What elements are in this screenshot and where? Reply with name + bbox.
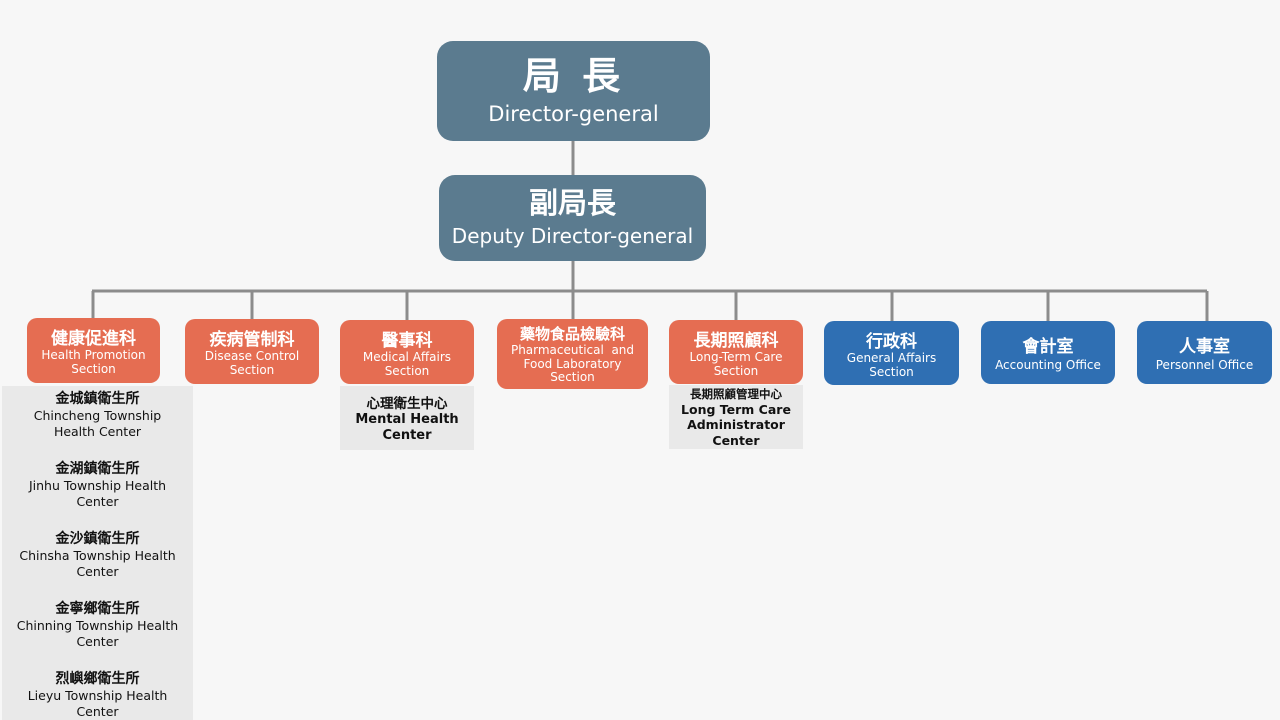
- section-title-zh: 長期照顧科: [693, 330, 779, 351]
- mental-health-center-name-en: Mental Health Center: [355, 412, 458, 445]
- section-title-zh: 疾病管制科: [209, 330, 295, 351]
- health-center-name-zh: 金沙鎮衛生所: [55, 531, 140, 547]
- section-title-en-line: Section: [550, 370, 595, 385]
- section-title-en-line: Section: [384, 363, 430, 378]
- section-title-zh: 藥物食品檢驗科: [519, 324, 625, 343]
- ltc-center-name-en-line: Center: [712, 432, 760, 448]
- section-box-personnel-office: 人事室 Personnel Office: [1137, 321, 1272, 384]
- ltc-center-name-en: Long Term Care Administrator Center: [681, 402, 791, 448]
- section-box-disease-control: 疾病管制科 Disease Control Section: [185, 319, 319, 384]
- health-center-name-en-line: Chinsha Township Health: [19, 548, 176, 563]
- deputy-title-en: Deputy Director-general: [451, 223, 694, 248]
- health-center-item: 金城鎮衛生所 Chincheng Township Health Center: [34, 388, 162, 458]
- deputy-title-zh: 副局長: [528, 186, 616, 221]
- health-center-name-en: Chinning Township Health Center: [17, 618, 178, 649]
- ltc-center-name-en-line: Administrator: [687, 417, 785, 433]
- health-center-item: 烈嶼鄉衛生所 Lieyu Township Health Center: [28, 668, 168, 720]
- section-title-en-line: Food Laboratory: [523, 356, 622, 371]
- section-box-pharmaceutical-food-lab: 藥物食品檢驗科 Pharmaceutical and Food Laborato…: [497, 319, 648, 389]
- mental-health-center-name-en-line: Center: [382, 428, 432, 443]
- health-center-item: 金湖鎮衛生所 Jinhu Township Health Center: [29, 458, 166, 528]
- section-title-en-line: Pharmaceutical and: [510, 342, 635, 357]
- health-center-name-en-line: Center: [76, 493, 119, 509]
- health-center-name-en-line: Health Center: [53, 423, 142, 439]
- health-center-name-en-line: Lieyu Township Health: [27, 688, 168, 703]
- section-title-en: Medical Affairs Section: [362, 349, 452, 379]
- ltc-center-name-zh: 長期照顧管理中心: [690, 387, 782, 402]
- health-center-name-zh: 金湖鎮衛生所: [55, 461, 140, 477]
- deputy-director-box: 副局長 Deputy Director-general: [439, 175, 706, 261]
- section-title-en: Disease Control Section: [204, 349, 300, 378]
- ltc-center-name-en-line: Long Term Care: [681, 402, 791, 418]
- health-center-name-en-line: Chincheng Township: [33, 408, 162, 423]
- health-center-item: 金寧鄉衛生所 Chinning Township Health Center: [17, 598, 178, 668]
- section-title-en-line: Section: [713, 363, 759, 378]
- section-title-en: Health Promotion Section: [41, 348, 146, 377]
- health-center-name-en-line: Jinhu Township Health: [28, 478, 167, 493]
- mental-health-center-name-zh: 心理衛生中心: [366, 395, 448, 412]
- section-title-zh: 醫事科: [381, 330, 433, 351]
- mental-health-center-panel: 心理衛生中心 Mental Health Center: [340, 386, 474, 450]
- section-title-en-line: Disease Control: [204, 349, 300, 364]
- section-title-zh: 人事室: [1179, 337, 1230, 358]
- section-box-health-promotion: 健康促進科 Health Promotion Section: [27, 318, 160, 383]
- section-title-en-line: Section: [71, 362, 116, 376]
- health-center-name-en: Chincheng Township Health Center: [34, 408, 162, 439]
- section-title-zh: 行政科: [866, 331, 917, 352]
- health-center-name-en: Jinhu Township Health Center: [29, 478, 166, 509]
- section-box-general-affairs: 行政科 General Affairs Section: [824, 321, 959, 385]
- health-center-name-en-line: Center: [76, 703, 119, 719]
- health-center-name-zh: 烈嶼鄉衛生所: [55, 671, 140, 687]
- section-title-en: Long-Term Care Section: [689, 349, 783, 379]
- section-box-long-term-care: 長期照顧科 Long-Term Care Section: [669, 320, 803, 384]
- section-title-en: Pharmaceutical and Food Laboratory Secti…: [510, 342, 635, 385]
- section-title-en-line: General Affairs: [846, 350, 937, 365]
- health-center-name-zh: 金寧鄉衛生所: [55, 601, 140, 617]
- director-title-en: Director-general: [488, 101, 659, 126]
- section-title-en-line: Accounting Office: [995, 358, 1101, 373]
- health-center-name-en-line: Center: [76, 563, 119, 579]
- ltc-management-center-panel: 長期照顧管理中心 Long Term Care Administrator Ce…: [669, 385, 803, 449]
- section-title-en: Accounting Office: [995, 358, 1101, 373]
- section-title-en-line: Section: [229, 363, 275, 377]
- section-title-en-line: Long-Term Care: [689, 349, 783, 364]
- director-title-zh: 局 長: [522, 54, 625, 99]
- section-title-zh: 健康促進科: [51, 329, 136, 350]
- section-title-en: Personnel Office: [1155, 358, 1254, 373]
- section-title-zh: 會計室: [1022, 337, 1074, 358]
- health-centers-panel: 金城鎮衛生所 Chincheng Township Health Center …: [2, 386, 193, 720]
- health-center-name-zh: 金城鎮衛生所: [55, 391, 140, 407]
- section-title-en-line: Section: [869, 364, 914, 379]
- section-box-accounting-office: 會計室 Accounting Office: [981, 321, 1115, 384]
- health-center-item: 金沙鎮衛生所 Chinsha Township Health Center: [19, 528, 175, 598]
- director-box: 局 長 Director-general: [437, 41, 710, 141]
- section-title-en-line: Medical Affairs: [362, 349, 452, 364]
- health-center-name-en: Lieyu Township Health Center: [28, 688, 168, 719]
- section-title-en-line: Personnel Office: [1155, 358, 1254, 373]
- section-title-en: General Affairs Section: [846, 350, 937, 380]
- section-title-en-line: Health Promotion: [41, 348, 146, 363]
- mental-health-center-name-en-line: Mental Health: [355, 411, 459, 427]
- health-center-name-en-line: Center: [76, 633, 119, 649]
- section-box-medical-affairs: 醫事科 Medical Affairs Section: [340, 320, 474, 384]
- health-center-name-en-line: Chinning Township Health: [16, 618, 179, 633]
- health-center-name-en: Chinsha Township Health Center: [19, 548, 175, 579]
